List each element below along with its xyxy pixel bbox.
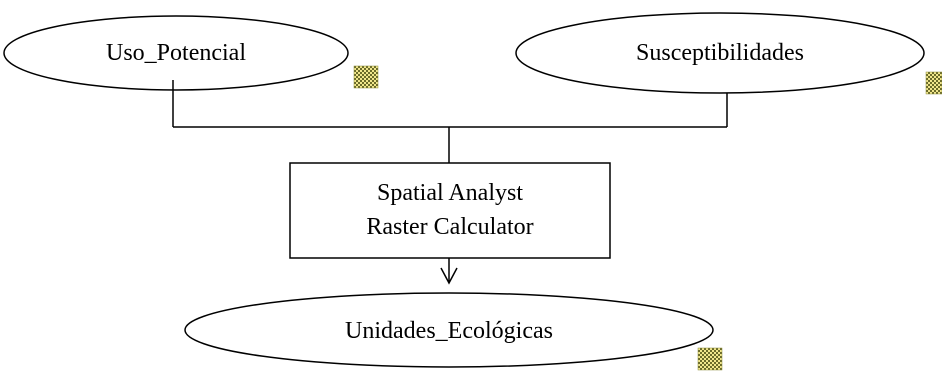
process-label-line1: Spatial Analyst [377,180,523,206]
process-rect[interactable] [289,162,611,259]
process-label-line2: Raster Calculator [366,214,533,240]
process-box[interactable]: Spatial Analyst Raster Calculator [289,162,611,259]
input-label-uso-potencial: Uso_Potencial [106,40,246,66]
arrow-to-output [440,258,458,285]
input-node-susceptibilidades[interactable]: Susceptibilidades [515,12,925,94]
input-node-uso-potencial[interactable]: Uso_Potencial [3,15,349,91]
connector-lines [172,80,728,163]
raster-grid-icon [697,347,723,371]
output-label-unidades-ecologicas: Unidades_Ecológicas [345,318,553,344]
input-ellipse-susceptibilidades[interactable] [515,12,925,94]
input-ellipse-uso-potencial[interactable] [3,15,349,91]
output-node-unidades-ecologicas[interactable]: Unidades_Ecológicas [184,292,714,368]
input-label-susceptibilidades: Susceptibilidades [636,40,804,66]
raster-grid-icon [925,71,942,95]
output-ellipse-unidades-ecologicas[interactable] [184,292,714,368]
raster-grid-icon [353,65,379,89]
arrow-head-icon [440,267,458,285]
